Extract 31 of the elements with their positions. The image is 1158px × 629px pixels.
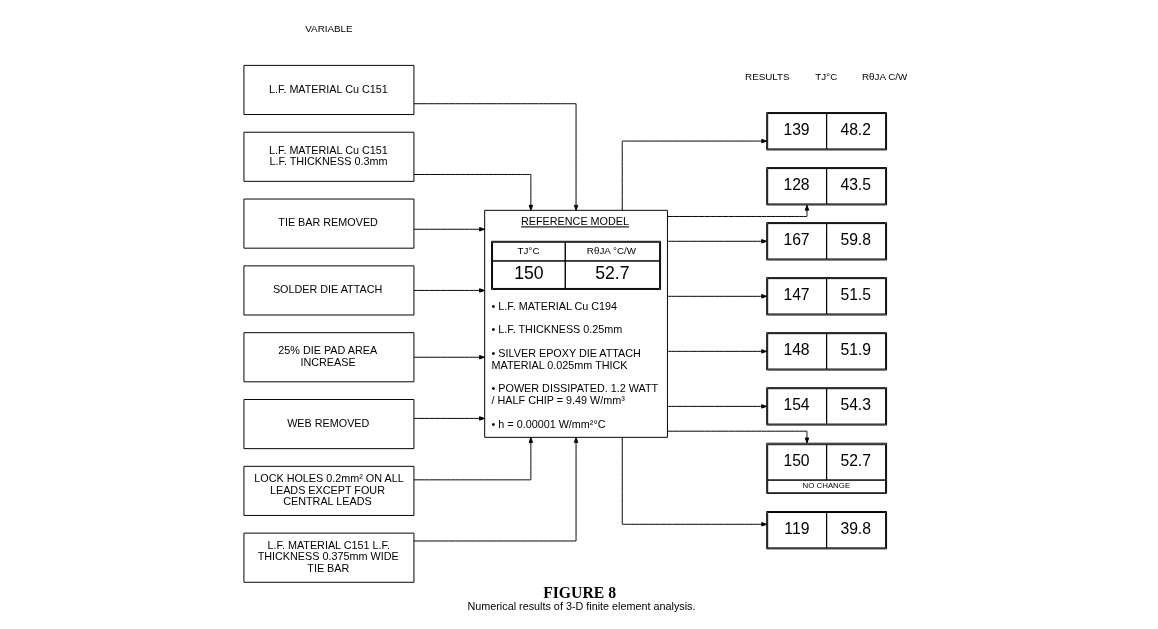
node-box: REFERENCE MODEL TJ°C RθJA °C/W 150 52.7 • L.F. MATERIAL Cu C194 • L.F. THICKNESS 0.25mm • SILVER EPOXY DIE ATTACH MATERIAL 0.025mm THICK • POWER DISSIPATED. 1.2 WATT / HALF CHIP = 9.49 W/mm³ • h = 0.00001 W/mm²°C: [483, 209, 668, 438]
node-box: L.F. MATERIAL C151 L.F. THICKNESS 0.375mm WIDE TIE BAR: [242, 532, 414, 583]
arrow: [413, 437, 533, 481]
node-box: 25% DIE PAD AREA INCREASE: [242, 332, 414, 383]
arrow: [666, 430, 809, 444]
arrow: [413, 227, 485, 232]
arrow: [413, 355, 485, 360]
arrow: [413, 416, 485, 421]
arrow: [666, 204, 809, 217]
arrow: [666, 349, 767, 354]
diagram-title: FIGURE 8: [542, 583, 616, 601]
node-box: L.F. MATERIAL Cu C151 L.F. THICKNESS 0.3mm: [242, 131, 414, 182]
arrow: [666, 404, 767, 409]
label: VARIABLE: [304, 23, 353, 35]
label: RθJA C/W: [861, 71, 907, 83]
node-box: WEB REMOVED: [242, 399, 414, 450]
label: TJ°C: [814, 71, 837, 83]
node-box: L.F. MATERIAL Cu C151: [242, 64, 414, 115]
arrow: [621, 138, 767, 211]
arrow: [621, 437, 767, 527]
node-box: SOLDER DIE ATTACH: [242, 265, 414, 316]
caption: Numerical results of 3-D finite element analysis.: [466, 599, 696, 612]
arrow: [666, 294, 767, 299]
arrow: [413, 103, 578, 211]
label: RESULTS: [744, 71, 790, 83]
node-box: LOCK HOLES 0.2mm² ON ALL LEADS EXCEPT FOUR CENTRAL LEADS: [242, 465, 414, 516]
arrow: [413, 174, 533, 211]
node-box: TIE BAR REMOVED: [242, 198, 414, 249]
arrow: [666, 239, 767, 244]
arrow: [413, 437, 578, 542]
arrow: [413, 288, 485, 293]
